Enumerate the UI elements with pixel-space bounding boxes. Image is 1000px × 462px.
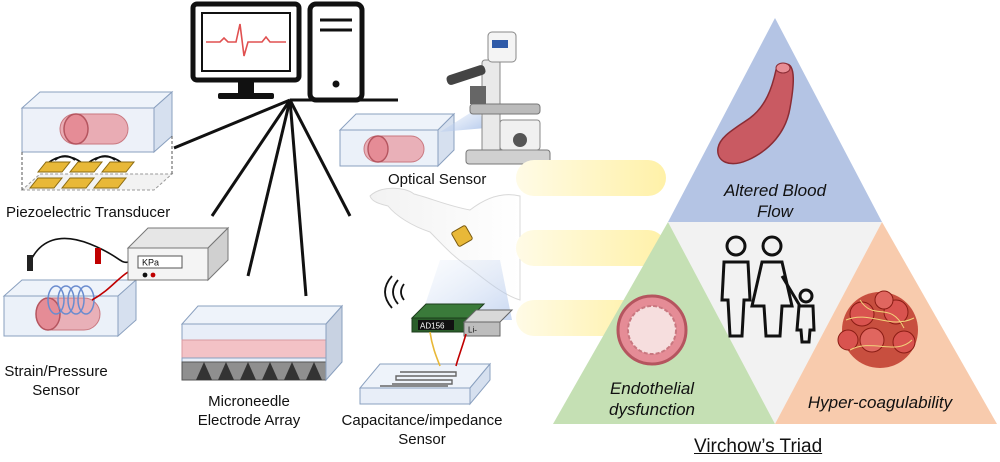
circuit-board-icon: AD156: [410, 303, 486, 333]
chip-label-text: AD156: [420, 322, 445, 331]
label-optical-sensor: Optical Sensor: [388, 171, 487, 188]
label-strain-line2: Sensor: [32, 382, 80, 399]
clot-icon: [837, 290, 918, 368]
computer-monitor-icon: [190, 1, 302, 99]
computer-tower-icon: [307, 1, 365, 103]
triad-title: Virchow’s Triad: [694, 436, 823, 457]
family-icon: [720, 235, 816, 344]
pressure-meter-icon: KPa: [126, 226, 230, 282]
arm-wearable-icon: [369, 187, 521, 320]
arrow-wearable-to-triad: [516, 230, 666, 266]
blood-vessel-icon: [717, 62, 794, 165]
label-piezoelectric-transducer: Piezoelectric Transducer: [6, 204, 171, 221]
label-microneedle-array: Microneedle Electrode Array: [190, 392, 308, 430]
label-altered-blood-flow: Altered Blood Flow: [705, 180, 845, 222]
meter-unit-text: KPa: [142, 258, 159, 268]
label-top-line1: Altered Blood: [723, 181, 827, 200]
label-strain-pressure-sensor: Strain/Pressure Sensor: [0, 362, 112, 400]
label-endothelial-dysfunction: Endothelial dysfunction: [590, 378, 714, 420]
microscope-icon: [440, 31, 551, 165]
label-left-line1: Endothelial: [609, 379, 695, 398]
battery-label-text: Li-: [468, 326, 477, 335]
label-hypercoagulability: Hyper-coagulability: [807, 393, 953, 412]
optical-chamber-icon: [338, 112, 456, 168]
label-capacitance-sensor: Capacitance/impedance Sensor: [336, 411, 508, 449]
microneedle-array-icon: [180, 304, 344, 382]
connection-lines: [173, 98, 398, 297]
label-strain-line1: Strain/Pressure: [4, 363, 108, 380]
vessel-cross-section-icon: [616, 294, 688, 366]
wireless-signal-icon: [384, 275, 405, 309]
piezoelectric-transducer-icon: [20, 90, 174, 191]
strain-pressure-sensor-icon: [2, 237, 138, 338]
arrow-optical-to-triad: [516, 160, 666, 196]
triangle-center: [668, 222, 882, 424]
capacitance-sensor-icon: [358, 331, 492, 406]
battery-icon: Li-: [462, 309, 514, 337]
label-micro-line2: Electrode Array: [197, 412, 301, 429]
label-left-line2: dysfunction: [609, 400, 695, 419]
label-micro-line1: Microneedle: [208, 393, 290, 410]
label-top-line2: Flow: [757, 202, 793, 221]
label-cap-line2: Sensor: [398, 431, 446, 448]
label-cap-line1: Capacitance/impedance: [341, 412, 503, 429]
